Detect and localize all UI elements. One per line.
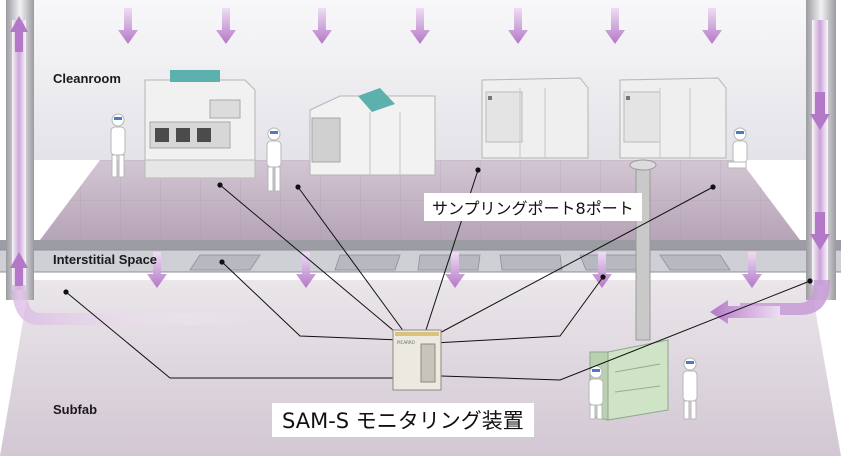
process-tool-1 (144, 70, 256, 179)
sampling-port-dot (295, 184, 301, 190)
zone-label-cleanroom: Cleanroom (53, 71, 121, 86)
interstitial-air-arrows (147, 252, 762, 288)
supply-air-arrows (118, 8, 722, 44)
supply-air-arrow (508, 8, 528, 44)
sampling-port-dot (63, 289, 69, 295)
sampling-port-dot (219, 259, 225, 265)
supply-air-arrow (702, 8, 722, 44)
sampling-line (297, 186, 408, 337)
floor-airflow-arrow (296, 252, 316, 288)
sampling-port-dot (710, 184, 716, 190)
supply-air-arrow (605, 8, 625, 44)
up-arrow-left-lower (10, 252, 28, 286)
sampling-line (219, 184, 401, 337)
process-tool-2 (309, 88, 436, 176)
sampling-port-dot (475, 167, 481, 173)
down-arrow-right-upper (810, 92, 830, 130)
supply-air-arrow (118, 8, 138, 44)
sampling-ports-callout: サンプリングポート8ポート (424, 193, 642, 221)
monitor-device-callout: SAM-S モニタリング装置 (272, 403, 534, 437)
supply-air-arrow (216, 8, 236, 44)
sampling-port-dot (217, 182, 223, 188)
floor-airflow-arrow (592, 252, 612, 288)
sampling-line (433, 276, 604, 344)
process-tool-3 (481, 77, 589, 159)
process-tool-4 (619, 77, 727, 159)
supply-air-arrow (410, 8, 430, 44)
floor-slab (0, 240, 841, 250)
sampling-lines (63, 167, 813, 381)
zone-label-interstitial: Interstitial Space (53, 252, 158, 267)
sampling-line (433, 186, 714, 337)
floor-airflow-arrow (742, 252, 762, 288)
floor-airflow-arrow (445, 252, 465, 288)
floor-airflow-arrow (147, 252, 167, 288)
return-duct-left (12, 285, 250, 325)
sampling-line (65, 291, 393, 379)
sampling-line (221, 261, 401, 341)
sampling-line (440, 280, 811, 381)
sam-s-analyzer: PICARRO (392, 329, 442, 391)
device-brand: PICARRO (397, 340, 415, 345)
sampling-port-dot (600, 274, 606, 280)
exhaust-pipe (635, 164, 651, 341)
down-arrow-right-lower (810, 212, 830, 250)
zone-label-subfab: Subfab (53, 402, 98, 417)
supply-air-arrow (312, 8, 332, 44)
sampling-port-dot (807, 278, 813, 284)
up-arrow-left-upper (10, 16, 28, 52)
left-arrow-return (710, 300, 780, 324)
